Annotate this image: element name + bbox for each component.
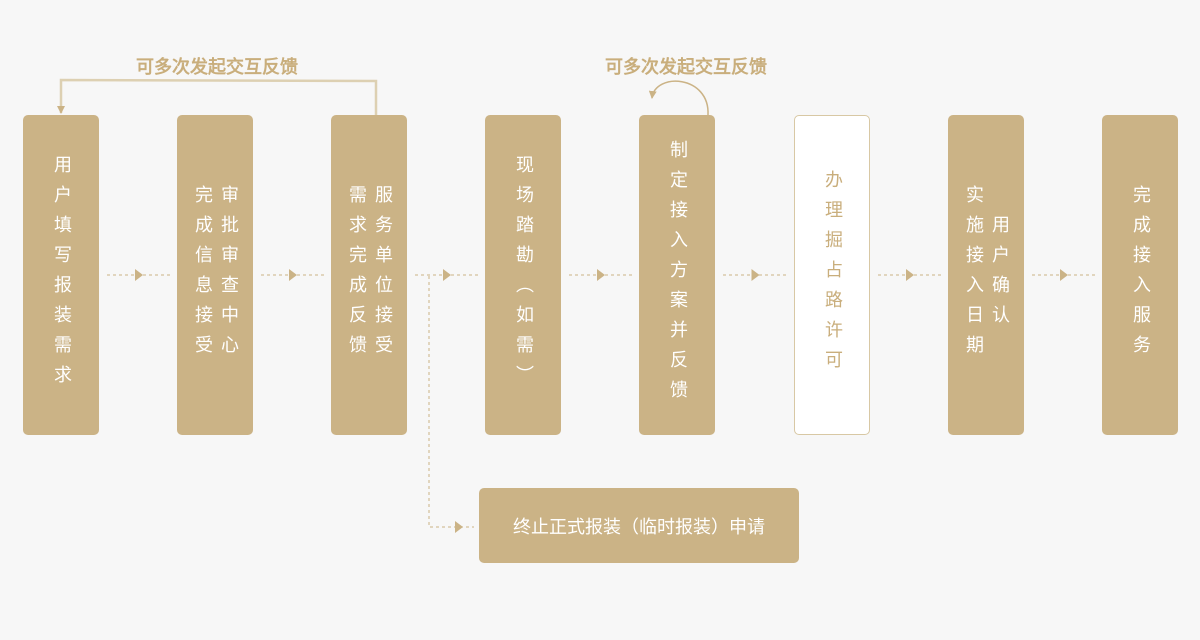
step-text: 制定接入方案并反馈 [667,140,688,410]
feedback-arrow-1 [57,78,378,115]
flow-arrowhead [135,269,143,281]
step-1-box: 用户填写报装需求 [23,115,99,435]
step-text: 完成信息接受 [192,185,213,365]
feedback-label-2: 可多次发起交互反馈 [605,57,767,78]
feedback-arrow-2 [648,80,709,116]
step-text: 服务单位接受 [372,185,393,365]
feedback-label-1: 可多次发起交互反馈 [136,57,298,78]
step-4-box: 现场踏勘（如需） [485,115,561,435]
flow-arrowhead [751,269,760,281]
flow-arrowhead [906,269,914,281]
branch-line [428,276,474,528]
step-text: 现场踏勘（如需） [513,155,534,395]
terminate-application-box: 终止正式报装（临时报装）申请 [479,488,799,563]
branch-arrowhead [455,521,463,533]
terminate-application-label: 终止正式报装（临时报装）申请 [513,516,765,538]
flow-arrowhead [289,269,297,281]
step-text: 完成接入服务 [1130,185,1151,365]
step-3-box: 服务单位接受需求完成反馈 [331,115,407,435]
flow-arrowhead [443,269,451,281]
step-2-box: 审批审查中心完成信息接受 [177,115,253,435]
step-7-box: 用户确认实施接入日期 [948,115,1024,435]
step-text: 办理掘占路许可 [822,170,843,380]
step-text: 实施接入日期 [963,185,984,365]
flow-arrowhead [1060,269,1068,281]
step-text: 审批审查中心 [218,185,239,365]
step-8-box: 完成接入服务 [1102,115,1178,435]
step-6-box: 办理掘占路许可 [794,115,870,435]
step-5-box: 制定接入方案并反馈 [639,115,715,435]
flow-arrowhead [597,269,605,281]
step-text: 用户确认 [989,215,1010,335]
step-text: 需求完成反馈 [346,185,367,365]
step-text: 用户填写报装需求 [51,155,72,395]
